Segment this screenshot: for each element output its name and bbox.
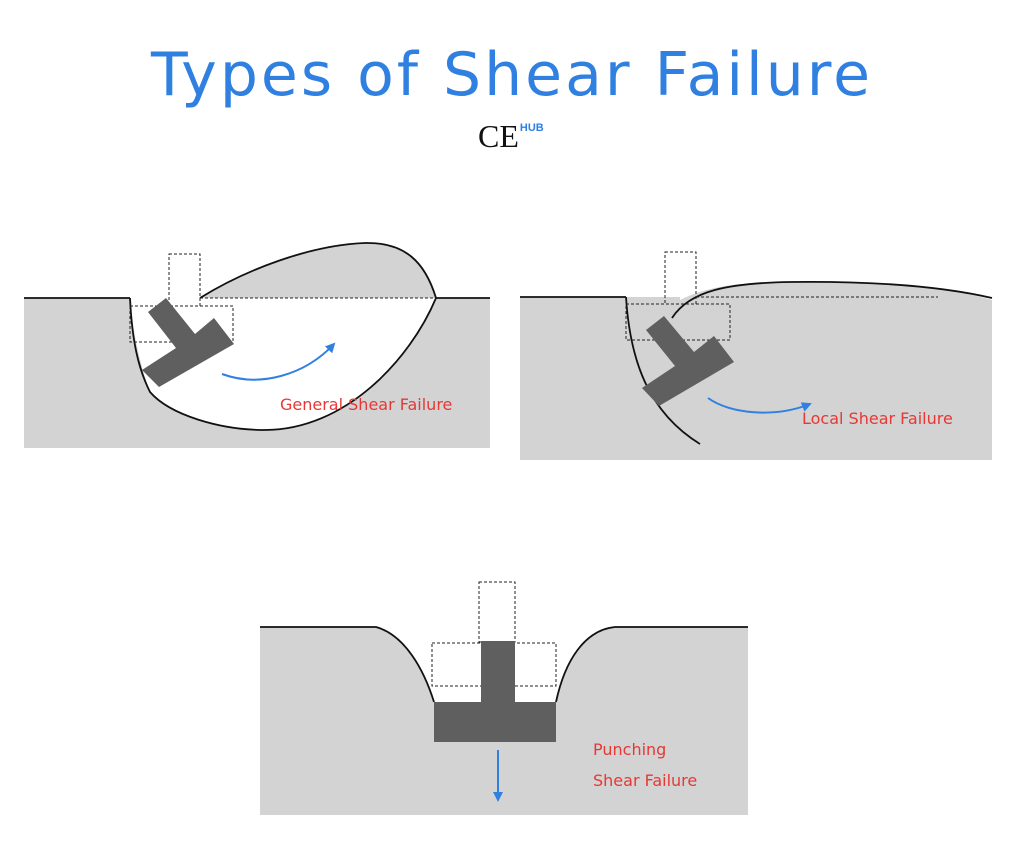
general-tilted-footing xyxy=(142,298,234,387)
general-label: General Shear Failure xyxy=(280,395,452,414)
punching-shear-panel: Punching Shear Failure xyxy=(260,581,748,815)
punching-original-column xyxy=(478,581,516,643)
page-title: Types of Shear Failure xyxy=(151,40,873,110)
general-original-column xyxy=(168,253,201,307)
general-soil-body xyxy=(24,298,490,448)
general-movement-arrow xyxy=(221,342,336,381)
general-slip-surface xyxy=(129,242,437,431)
local-movement-arrow xyxy=(707,397,812,414)
logo-main: CE xyxy=(478,118,519,154)
punching-footing xyxy=(434,641,556,742)
punching-ground-left xyxy=(260,626,435,703)
punching-label-line1: Punching xyxy=(593,740,666,759)
local-shear-panel: Local Shear Failure xyxy=(520,251,993,460)
local-label: Local Shear Failure xyxy=(802,409,953,428)
local-soil-body xyxy=(520,282,992,460)
local-tilted-footing xyxy=(642,316,734,406)
local-original-column xyxy=(664,251,697,305)
punching-soil-body xyxy=(260,627,748,815)
local-soil-left xyxy=(520,297,700,460)
punching-ground-right xyxy=(555,626,748,703)
logo-sup: HUB xyxy=(519,122,544,134)
general-shear-panel: General Shear Failure xyxy=(24,242,490,448)
local-slip-surface xyxy=(625,296,701,445)
cehub-logo: CEHUB xyxy=(478,118,544,155)
local-heave-surface xyxy=(671,280,993,319)
general-heave-bulge xyxy=(200,242,436,298)
punching-label-line2: Shear Failure xyxy=(593,771,697,790)
